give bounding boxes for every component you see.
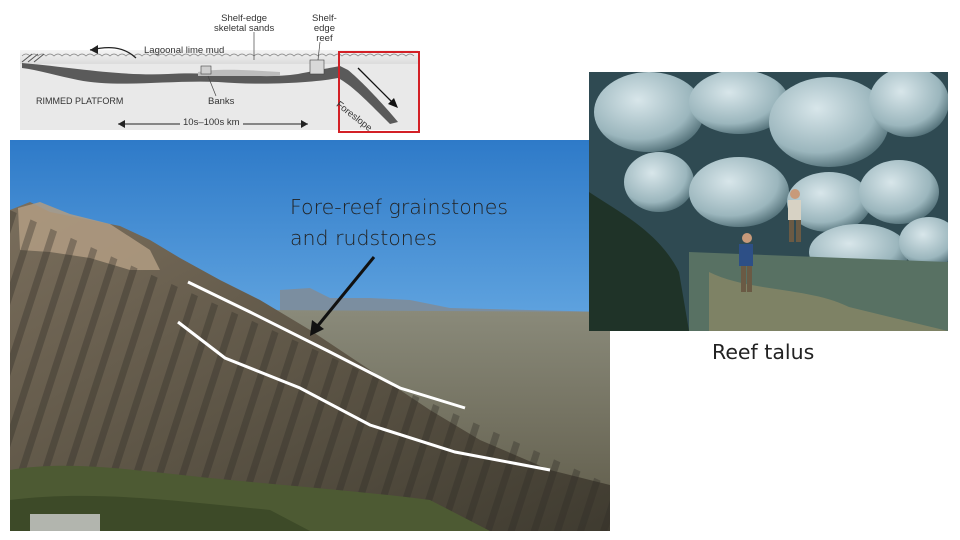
- label-scale: 10s–100s km: [180, 118, 243, 128]
- label-lagoonal-lime-mud: Lagoonal lime mud: [144, 45, 225, 56]
- label-shelf-edge-reef-line2: edge: [313, 23, 335, 34]
- label-shelf-edge-sands: Shelf-edge skeletal sands: [214, 14, 274, 34]
- arrow-line: [314, 256, 376, 329]
- label-shelf-edge-reef: Shelf- edge reef: [312, 14, 337, 44]
- reef-talus-photo: [589, 72, 948, 331]
- label-banks: Banks: [208, 96, 235, 107]
- platform-cross-section: [20, 32, 420, 133]
- label-shelf-edge-sands-line2: skeletal sands: [214, 23, 275, 34]
- caption-fore-reef-line2: and rudstones: [290, 226, 438, 250]
- caption-fore-reef: Fore-reef grainstones and rudstones: [290, 192, 590, 254]
- lower-bed-line: [177, 320, 551, 472]
- landscape-image: [10, 140, 610, 531]
- label-shelf-edge-sands-line1: Shelf-edge: [221, 13, 268, 24]
- fore-reef-landscape-photo: [10, 140, 610, 531]
- upper-bed-line: [187, 280, 466, 410]
- caption-reef-talus: Reef talus: [712, 340, 815, 364]
- rimmed-platform-diagram: Shelf-edge skeletal sands Shelf- edge re…: [18, 10, 422, 134]
- label-rimmed-platform: RIMMED PLATFORM: [36, 96, 124, 106]
- label-shelf-edge-reef-line3: reef: [316, 33, 333, 44]
- label-shelf-edge-reef-line1: Shelf-: [312, 13, 337, 24]
- talus-image: [589, 72, 948, 331]
- arrow-head: [310, 320, 324, 336]
- caption-fore-reef-line1: Fore-reef grainstones: [290, 195, 509, 219]
